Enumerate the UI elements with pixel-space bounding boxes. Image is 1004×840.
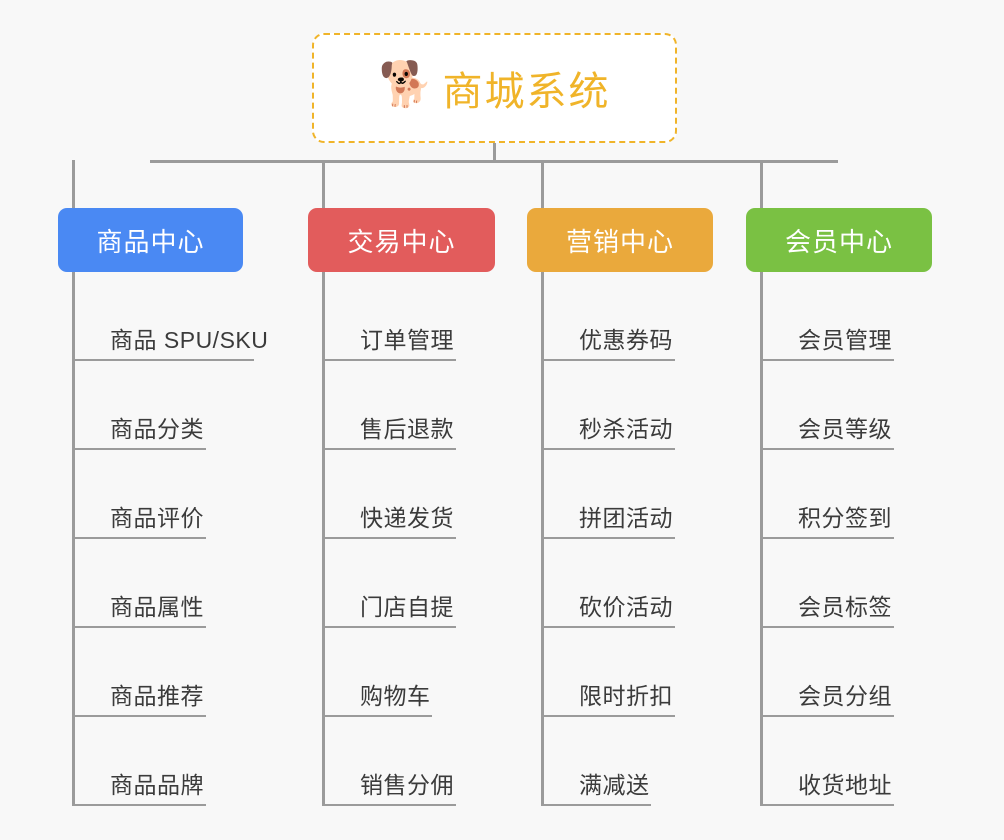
leaf-item[interactable]: 快递发货 [322, 450, 456, 539]
root-node[interactable]: 🐕 商城系统 [312, 33, 677, 143]
leaf-label: 商品推荐 [110, 683, 204, 709]
leaf-item[interactable]: 限时折扣 [541, 628, 675, 717]
leaf-item[interactable]: 会员等级 [760, 361, 894, 450]
leaf-item[interactable]: 收货地址 [760, 717, 894, 806]
leaf-item[interactable]: 会员管理 [760, 272, 894, 361]
leaf-label: 订单管理 [360, 327, 454, 353]
leaf-label: 快递发货 [360, 505, 454, 531]
leaf-underline [541, 448, 675, 450]
leaf-label: 砍价活动 [579, 594, 673, 620]
leaf-item[interactable]: 砍价活动 [541, 539, 675, 628]
leaf-underline [72, 715, 206, 717]
leaf-label: 限时折扣 [579, 683, 673, 709]
leaf-column-4: 会员管理会员等级积分签到会员标签会员分组收货地址 [760, 272, 894, 806]
category-label: 商品中心 [96, 226, 205, 257]
category-box-4[interactable]: 会员中心 [746, 208, 932, 272]
leaf-item[interactable]: 购物车 [322, 628, 454, 717]
category-box-1[interactable]: 商品中心 [58, 208, 243, 272]
leaf-column-3: 优惠券码秒杀活动拼团活动砍价活动限时折扣满减送 [541, 272, 675, 806]
leaf-item[interactable]: 商品分类 [72, 361, 268, 450]
connector-drop-4 [760, 160, 763, 208]
leaf-item[interactable]: 售后退款 [322, 361, 456, 450]
leaf-spine [760, 272, 763, 806]
root-title: 商城系统 [442, 70, 611, 114]
leaf-column-2: 订单管理售后退款快递发货门店自提购物车销售分佣 [322, 272, 456, 806]
connector-horizontal-bus [150, 160, 838, 163]
leaf-underline [541, 537, 675, 539]
leaf-label: 商品属性 [110, 594, 204, 620]
leaf-underline [72, 626, 206, 628]
leaf-label: 拼团活动 [579, 505, 673, 531]
leaf-underline [322, 715, 432, 717]
leaf-label: 销售分佣 [360, 772, 454, 798]
leaf-item[interactable]: 拼团活动 [541, 450, 675, 539]
leaf-label: 购物车 [360, 683, 431, 709]
leaf-label: 会员等级 [798, 416, 892, 442]
leaf-spine [322, 272, 325, 806]
leaf-item[interactable]: 商品属性 [72, 539, 268, 628]
connector-root-stub [493, 143, 496, 162]
leaf-label: 会员标签 [798, 594, 892, 620]
category-box-3[interactable]: 营销中心 [527, 208, 713, 272]
leaf-underline [541, 804, 651, 806]
leaf-underline [72, 804, 206, 806]
leaf-item[interactable]: 会员标签 [760, 539, 894, 628]
leaf-label: 售后退款 [360, 416, 454, 442]
leaf-label: 收货地址 [798, 772, 892, 798]
leaf-column-1: 商品 SPU/SKU 商品分类商品评价商品属性商品推荐商品品牌 [72, 272, 268, 806]
category-label: 交易中心 [347, 226, 456, 257]
leaf-underline [72, 448, 206, 450]
leaf-underline [322, 626, 456, 628]
leaf-label: 商品品牌 [110, 772, 204, 798]
category-box-2[interactable]: 交易中心 [308, 208, 495, 272]
leaf-item[interactable]: 商品评价 [72, 450, 268, 539]
leaf-underline [322, 804, 456, 806]
leaf-item[interactable]: 优惠券码 [541, 272, 675, 361]
leaf-item[interactable]: 会员分组 [760, 628, 894, 717]
leaf-spine [72, 272, 75, 806]
leaf-item[interactable]: 商品推荐 [72, 628, 268, 717]
connector-drop-3 [541, 160, 544, 208]
leaf-label: 满减送 [579, 772, 650, 798]
leaf-item[interactable]: 门店自提 [322, 539, 456, 628]
leaf-underline [72, 537, 206, 539]
leaf-underline [72, 359, 254, 361]
leaf-item[interactable]: 满减送 [541, 717, 673, 806]
leaf-underline [760, 448, 894, 450]
connector-drop-1 [72, 160, 75, 208]
leaf-underline [760, 626, 894, 628]
leaf-underline [322, 537, 456, 539]
leaf-underline [541, 715, 675, 717]
leaf-underline [760, 359, 894, 361]
leaf-underline [322, 448, 456, 450]
leaf-underline [760, 804, 894, 806]
leaf-label: 优惠券码 [579, 327, 673, 353]
category-label: 营销中心 [565, 226, 674, 257]
leaf-underline [322, 359, 456, 361]
leaf-label: 商品评价 [110, 505, 204, 531]
leaf-label: 秒杀活动 [579, 416, 673, 442]
leaf-label: 商品 SPU/SKU [110, 327, 269, 353]
leaf-underline [760, 715, 894, 717]
leaf-item[interactable]: 订单管理 [322, 272, 456, 361]
leaf-item[interactable]: 商品品牌 [72, 717, 268, 806]
leaf-underline [541, 626, 675, 628]
leaf-label: 商品分类 [110, 416, 204, 442]
leaf-item[interactable]: 积分签到 [760, 450, 894, 539]
shiba-dog-face-icon: 🐕 [378, 60, 434, 109]
leaf-label: 会员分组 [798, 683, 892, 709]
leaf-label: 会员管理 [798, 327, 892, 353]
connector-drop-2 [322, 160, 325, 208]
leaf-label: 积分签到 [798, 505, 892, 531]
leaf-item[interactable]: 商品 SPU/SKU [72, 272, 268, 361]
leaf-spine [541, 272, 544, 806]
leaf-item[interactable]: 销售分佣 [322, 717, 456, 806]
leaf-item[interactable]: 秒杀活动 [541, 361, 675, 450]
leaf-underline [760, 537, 894, 539]
category-label: 会员中心 [784, 226, 893, 257]
leaf-label: 门店自提 [360, 594, 454, 620]
leaf-underline [541, 359, 675, 361]
